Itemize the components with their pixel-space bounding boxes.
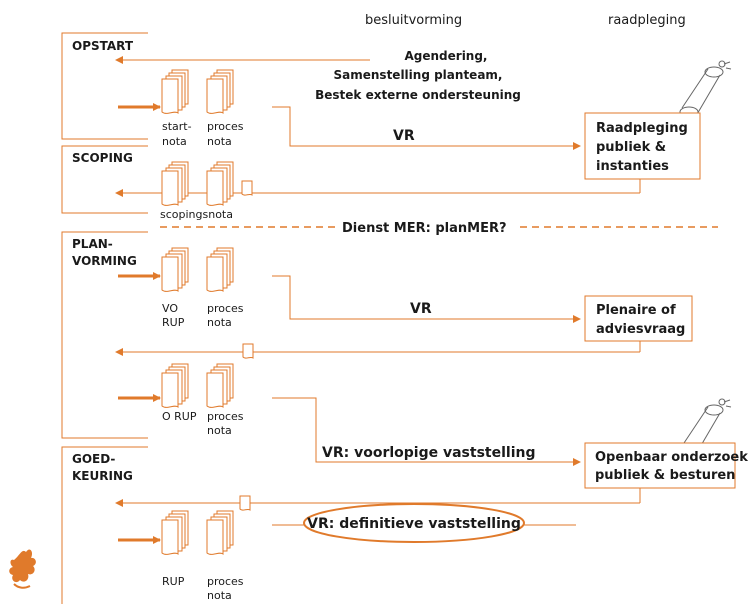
- raad-line-2: publiek &: [596, 140, 666, 155]
- document-stack-icon: [161, 69, 189, 114]
- vr-label-1: VR: [393, 128, 415, 144]
- doc-scopingsnota: scopingsnota: [160, 208, 233, 221]
- agendering-line-3: Bestek externe ondersteuning: [315, 88, 521, 102]
- document-stack-icon: [242, 343, 254, 359]
- arrow-vr-1: [272, 106, 581, 150]
- document-stack-icon: [161, 363, 189, 408]
- document-stack-icon: [206, 363, 234, 408]
- doc-proces-1: proces: [207, 120, 244, 133]
- doc-proces-1: proces: [207, 410, 244, 423]
- doc-rup: RUP: [162, 575, 185, 588]
- doc-proces-2: nota: [207, 424, 232, 437]
- document-stack-icon: [206, 510, 234, 555]
- ellipse-definitieve-vaststelling: [303, 503, 525, 543]
- doc-proces-1: proces: [207, 575, 244, 588]
- vr-label-3: VR: voorlopige vaststelling: [322, 445, 536, 461]
- phase-label-goed-2: KEURING: [72, 469, 133, 483]
- box-openbaar-onderzoek: [584, 442, 736, 489]
- agendering-line-1: Agendering,: [404, 49, 487, 63]
- open-line-1: Openbaar onderzoek: [595, 450, 748, 465]
- doc-orup: O RUP: [162, 410, 197, 423]
- box-plenaire: [584, 295, 693, 342]
- document-stack-icon: [206, 161, 234, 206]
- phase-box-goedkeuring: [61, 446, 148, 604]
- document-stack-icon: [239, 495, 251, 511]
- header-besluitvorming: besluitvorming: [365, 13, 462, 28]
- phase-label-opstart: OPSTART: [72, 39, 134, 53]
- flag-logo-icon: [9, 549, 36, 589]
- doc-start-1: start-: [162, 120, 192, 133]
- phase-label-plan-2: VORMING: [72, 254, 137, 268]
- doc-vo-2: RUP: [162, 316, 185, 329]
- phase-label-goed-1: GOED-: [72, 452, 115, 466]
- document-stack-icon: [206, 69, 234, 114]
- header-raadpleging: raadpleging: [608, 13, 686, 28]
- document-stack-icon: [161, 510, 189, 555]
- doc-proces-1: proces: [207, 302, 244, 315]
- document-stack-icon: [206, 247, 234, 292]
- phase-box-scoping: [61, 145, 148, 214]
- doc-start-2: nota: [162, 135, 187, 148]
- phase-box-planvorming: [61, 231, 148, 439]
- plen-line-1: Plenaire of: [596, 303, 676, 318]
- doc-proces-2: nota: [207, 316, 232, 329]
- document-stack-icon: [161, 161, 189, 206]
- phase-label-plan-1: PLAN-: [72, 237, 113, 251]
- doc-proces-2: nota: [207, 589, 232, 602]
- plen-line-2: adviesvraag: [596, 322, 685, 337]
- box-raadpleging: [584, 112, 701, 180]
- raad-line-3: instanties: [596, 159, 669, 174]
- document-stack-icon: [241, 180, 253, 196]
- vr-label-4: VR: definitieve vaststelling: [307, 516, 521, 532]
- vr-label-2: VR: [410, 301, 432, 317]
- mer-label: Dienst MER: planMER?: [342, 221, 507, 236]
- doc-proces-2: nota: [207, 135, 232, 148]
- phase-label-scoping: SCOPING: [72, 151, 133, 165]
- open-line-2: publiek & besturen: [595, 468, 735, 483]
- raad-line-1: Raadpleging: [596, 121, 688, 136]
- document-stack-icon: [161, 247, 189, 292]
- doc-vo-1: VO: [162, 302, 178, 315]
- agendering-line-2: Samenstelling planteam,: [334, 68, 503, 82]
- arrow-vr-3: [272, 397, 581, 466]
- phase-box-opstart: [61, 32, 148, 140]
- arrow-vr-2: [272, 275, 581, 323]
